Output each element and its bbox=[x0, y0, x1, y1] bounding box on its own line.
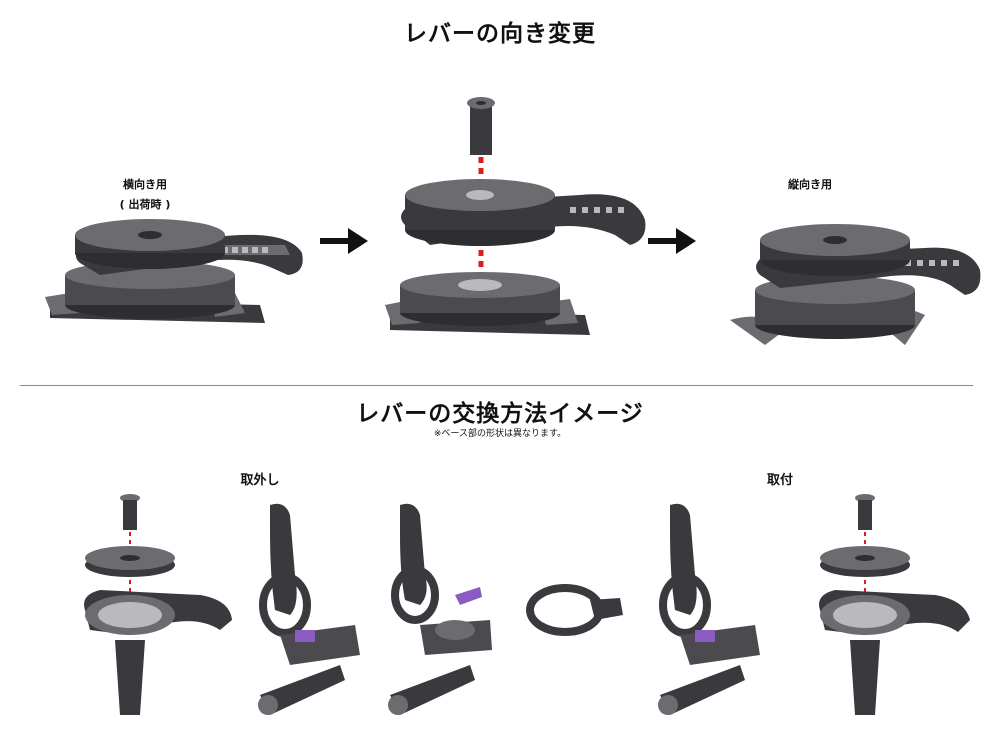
label-horizontal: 横向き用 bbox=[123, 178, 167, 191]
arrow-right-icon bbox=[320, 228, 368, 254]
label-shipping: ( 出荷時 ) bbox=[119, 198, 171, 211]
mount-exploded-illustration bbox=[385, 97, 646, 335]
mount-vertical-illustration bbox=[730, 224, 981, 345]
remove-step-screw-illustration bbox=[84, 494, 232, 715]
attach-step-screw-illustration bbox=[819, 494, 970, 715]
section-divider bbox=[20, 385, 973, 386]
remove-step-spacer-illustration bbox=[388, 503, 492, 715]
base-shape-note: ※ベース部の形状は異なります。 bbox=[433, 429, 567, 439]
label-remove: 取外し bbox=[240, 473, 280, 488]
attach-step-open-illustration bbox=[658, 503, 760, 715]
label-vertical: 縦向き用 bbox=[788, 178, 832, 191]
mount-horizontal-illustration bbox=[45, 219, 303, 323]
remove-step-open-illustration bbox=[258, 503, 360, 715]
arrow-right-icon bbox=[648, 228, 696, 254]
title-lever-replacement: レバーの交換方法イメージ bbox=[356, 401, 644, 427]
title-lever-orientation: レバーの向き変更 bbox=[404, 21, 596, 47]
label-attach: 取付 bbox=[766, 473, 793, 488]
lever-ring-part-illustration bbox=[526, 584, 623, 636]
